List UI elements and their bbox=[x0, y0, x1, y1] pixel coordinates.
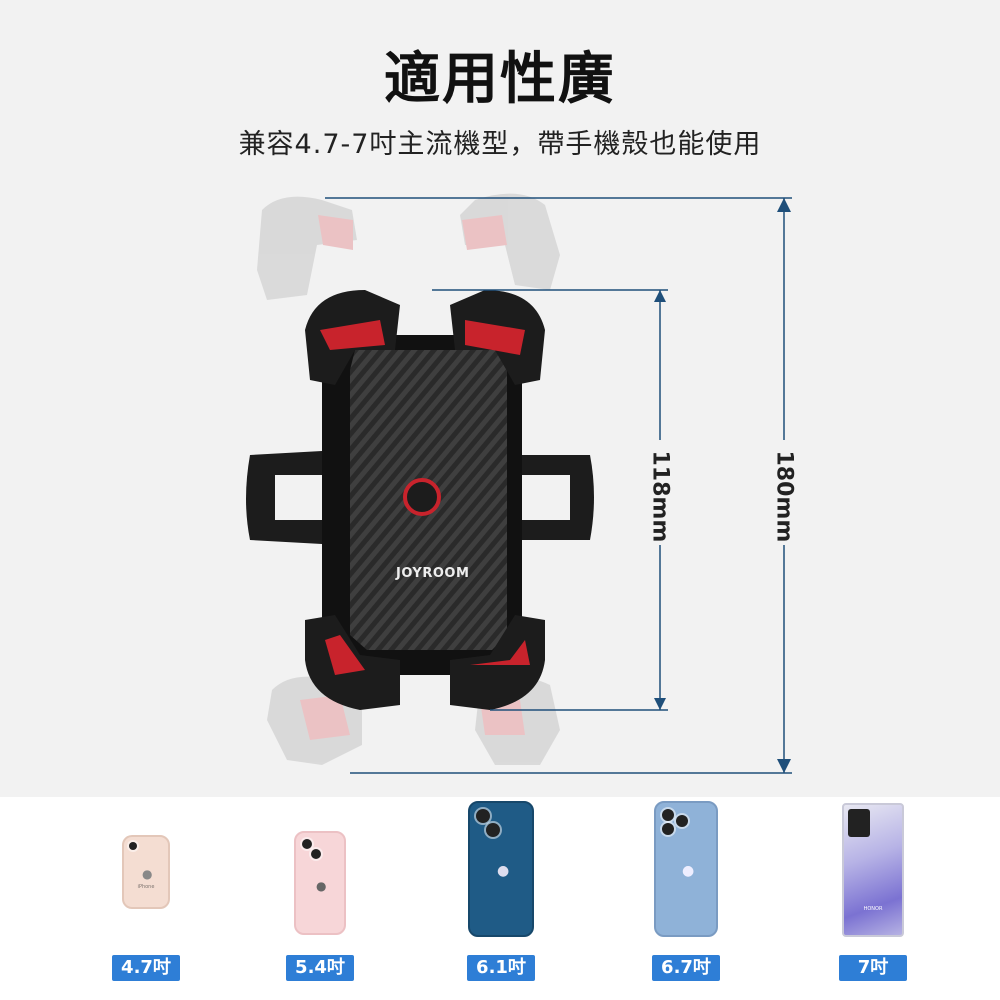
apple-logo-icon: ● bbox=[142, 867, 153, 881]
phone-brand-text: HONOR bbox=[863, 906, 883, 912]
inner-dimension-label: 118mm bbox=[647, 450, 673, 543]
size-badge-5-4: 5.4吋 bbox=[286, 955, 354, 981]
phone-brand-text: iPhone bbox=[137, 884, 155, 891]
apple-logo-icon: ● bbox=[316, 879, 327, 893]
size-badge-7: 7吋 bbox=[839, 955, 907, 981]
phone-item: HONOR 7吋 bbox=[773, 797, 973, 1000]
size-badge-4-7: 4.7吋 bbox=[112, 955, 180, 981]
corner-arms bbox=[305, 290, 545, 710]
phone-item: ● 5.4吋 bbox=[220, 797, 420, 1000]
size-badge-6-1: 6.1吋 bbox=[467, 955, 535, 981]
release-button bbox=[403, 478, 441, 516]
side-clamps bbox=[246, 450, 594, 545]
phone-7-image: HONOR bbox=[842, 803, 904, 937]
phone-holder-illustration bbox=[246, 193, 792, 774]
compatible-phones-strip: ● iPhone 4.7吋 ● 5.4吋 ● 6.1吋 ● 6.7吋 bbox=[0, 797, 1000, 1000]
phone-item: ● 6.7吋 bbox=[586, 797, 786, 1000]
page-subtitle: 兼容4.7-7吋主流機型，帶手機殼也能使用 bbox=[238, 129, 762, 160]
phone-5-4-image: ● bbox=[294, 831, 346, 935]
phone-4-7-image: ● iPhone bbox=[122, 835, 170, 909]
phone-6-1-image: ● bbox=[468, 801, 534, 937]
size-badge-6-7: 6.7吋 bbox=[652, 955, 720, 981]
ghost-arms bbox=[257, 193, 560, 765]
apple-logo-icon: ● bbox=[682, 863, 695, 879]
dimension-arrows bbox=[654, 198, 791, 773]
phone-item: ● 6.1吋 bbox=[401, 797, 601, 1000]
outer-dimension-label: 180mm bbox=[771, 450, 797, 543]
apple-logo-icon: ● bbox=[497, 863, 510, 879]
dimension-lines bbox=[325, 197, 792, 774]
phone-6-7-image: ● bbox=[654, 801, 718, 937]
page-title: 適用性廣 bbox=[384, 47, 616, 112]
phone-item: ● iPhone 4.7吋 bbox=[46, 797, 246, 1000]
brand-logo: JOYROOM bbox=[396, 566, 470, 581]
